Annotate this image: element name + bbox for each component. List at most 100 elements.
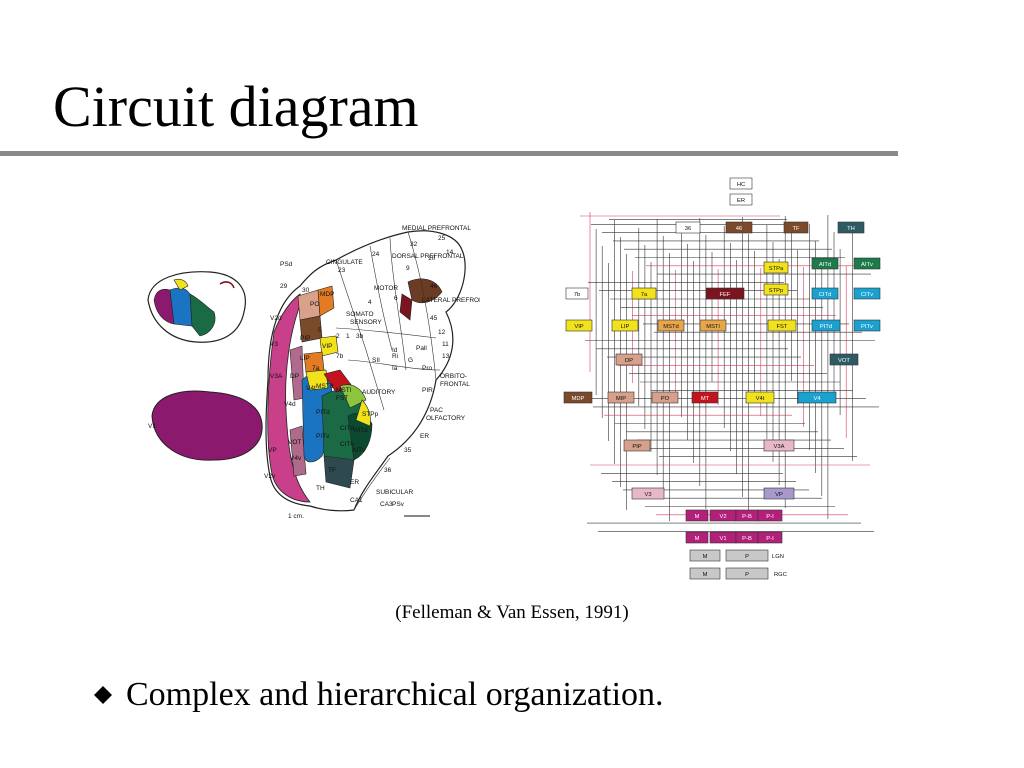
region-aitd [355, 399, 371, 427]
hierarchy-node-box [685, 509, 709, 522]
hierarchy-node-box [763, 487, 795, 500]
brain-label: 46 [430, 283, 438, 290]
hierarchy-node-box [763, 261, 789, 274]
brain-label: SII [372, 357, 380, 364]
hierarchy-node-box [565, 287, 589, 300]
brain-label: 12 [438, 329, 446, 336]
brain-label: CINGULATE [326, 259, 363, 266]
hierarchy-node-label: MIP [616, 396, 626, 402]
hierarchy-node-label: P-B [742, 536, 752, 542]
hierarchy-node-label: V3 [644, 492, 651, 498]
hierarchy-node-label: M [703, 572, 708, 578]
brain-label: OLFACTORY [426, 415, 466, 422]
brain-label: SENSORY [350, 319, 382, 326]
boundary-line-5 [347, 359, 441, 371]
hierarchy-node-label: RGC [774, 572, 787, 578]
brain-label: V4v [290, 455, 302, 462]
brain-label: FRONTAL [440, 381, 470, 388]
hierarchy-node-box [675, 221, 701, 234]
hierarchy-node-box [772, 568, 800, 579]
brain-label: 14 [446, 249, 454, 256]
hierarchy-node-box [689, 567, 721, 580]
region-aitv [347, 412, 373, 461]
brain-label: MSTl [336, 387, 352, 394]
brain-label: MSTd [316, 383, 334, 390]
hierarchy-node-label: STPa [769, 266, 784, 272]
brain-label: DORSAL PREFRONTAL [392, 253, 464, 260]
inset-region-it [189, 293, 216, 337]
brain-label: VP [268, 447, 277, 454]
hierarchy-node-label: V4 [813, 396, 821, 402]
hierarchy-node-label: CITv [861, 292, 873, 298]
brain-label: 32 [410, 241, 418, 248]
region-mdp [317, 285, 335, 317]
brain-label: V3A [270, 373, 283, 380]
hierarchy-node-label: P-B [742, 514, 752, 520]
brain-label: VIP [322, 343, 332, 350]
hierarchy-node-label: STPp [769, 288, 784, 294]
hierarchy-node-box [685, 531, 709, 544]
hierarchy-node-box [757, 509, 783, 522]
hierarchy-node-label: 46 [736, 226, 742, 232]
brain-label: 30 [302, 287, 310, 294]
hierarchy-node-box [631, 487, 665, 500]
hierarchy-node-label: DP [625, 358, 633, 364]
brain-label: 4 [368, 299, 372, 306]
region-vip [319, 335, 339, 357]
brain-label: 7a [312, 365, 320, 372]
brain-label: CITv [340, 441, 354, 448]
brain-label: 35 [404, 447, 412, 454]
hierarchy-node-box [811, 319, 841, 332]
brain-label: Ri [392, 353, 398, 360]
hierarchy-node-label: M [695, 514, 700, 520]
brain-label: V2v [264, 473, 276, 480]
hierarchy-node-label: 7a [641, 292, 648, 298]
hierarchy-node-box [623, 439, 651, 452]
hierarchy-node-label: VP [775, 492, 783, 498]
brain-label: ER [420, 433, 429, 440]
brain-label: 24 [372, 251, 380, 258]
region-v1 [151, 390, 263, 461]
brain-label: G [408, 357, 413, 364]
hierarchy-node-box [772, 550, 800, 561]
boundary-line-1 [369, 245, 393, 351]
diamond-bullet-icon [94, 686, 112, 704]
brain-label: 5 [318, 327, 322, 334]
brain-label: 10 [428, 255, 436, 262]
brain-label: 25 [438, 235, 446, 242]
brain-label: DP [290, 373, 299, 380]
hierarchy-node-label: M [695, 536, 700, 542]
hierarchy-node-label: TF [792, 226, 800, 232]
hierarchy-node-label: ER [737, 198, 745, 204]
hierarchy-node-box [757, 531, 783, 544]
brain-label: 3b [356, 333, 364, 340]
brain-label: V2d [270, 315, 282, 322]
hierarchy-node-box [705, 287, 745, 300]
brain-label: PITd [316, 409, 330, 416]
brain-label: Pall [416, 345, 427, 352]
brain-label: 7b [336, 353, 344, 360]
hierarchy-node-box [829, 353, 859, 366]
slide-title: Circuit diagram [53, 74, 419, 139]
region-stpp [339, 384, 367, 409]
hierarchy-node-box [691, 391, 719, 404]
hierarchy-node-label: FST [777, 324, 788, 330]
hierarchy-node-box [797, 391, 837, 404]
region-tf [323, 455, 355, 489]
region-fef [399, 293, 413, 321]
brain-label: 36 [384, 467, 392, 474]
hierarchy-node-box [565, 319, 593, 332]
brain-label: 29 [280, 283, 288, 290]
brain-label: ER [350, 479, 359, 486]
hierarchy-node-label: TH [847, 226, 855, 232]
hierarchy-node-label: MSTl [706, 324, 720, 330]
hierarchy-node-box [811, 287, 839, 300]
brain-label: LIP [300, 355, 310, 362]
boundary-line-3 [407, 231, 437, 381]
inset-region-v4 [169, 287, 193, 327]
brain-label: V3 [270, 341, 278, 348]
region-46 [407, 278, 443, 304]
brain-label: V4t [306, 385, 316, 392]
hierarchy-node-label: V3A [774, 444, 785, 450]
